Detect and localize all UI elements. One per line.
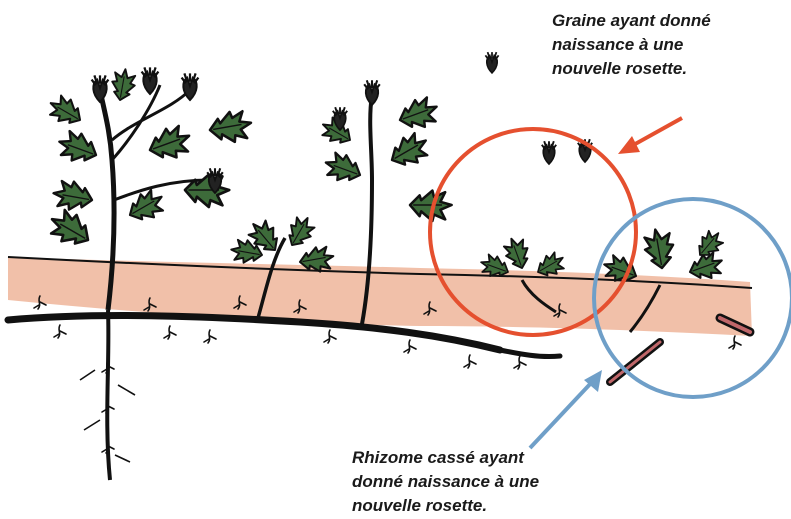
seed-caption: Graine ayant donné naissance à une nouve… <box>552 9 711 81</box>
rhizome-caption: Rhizome cassé ayant donné naissance à un… <box>352 446 539 518</box>
rhizome-caption-line: nouvelle rosette. <box>352 494 539 518</box>
seed-caption-line: nouvelle rosette. <box>552 57 711 81</box>
seed-caption-line: Graine ayant donné <box>552 9 711 33</box>
rhizome-caption-line: donné naissance à une <box>352 470 539 494</box>
rhizome-arrow <box>530 370 602 448</box>
rhizome-caption-line: Rhizome cassé ayant <box>352 446 539 470</box>
soil-layer <box>8 257 752 336</box>
seed-caption-line: naissance à une <box>552 33 711 57</box>
seed-arrow <box>618 118 682 154</box>
